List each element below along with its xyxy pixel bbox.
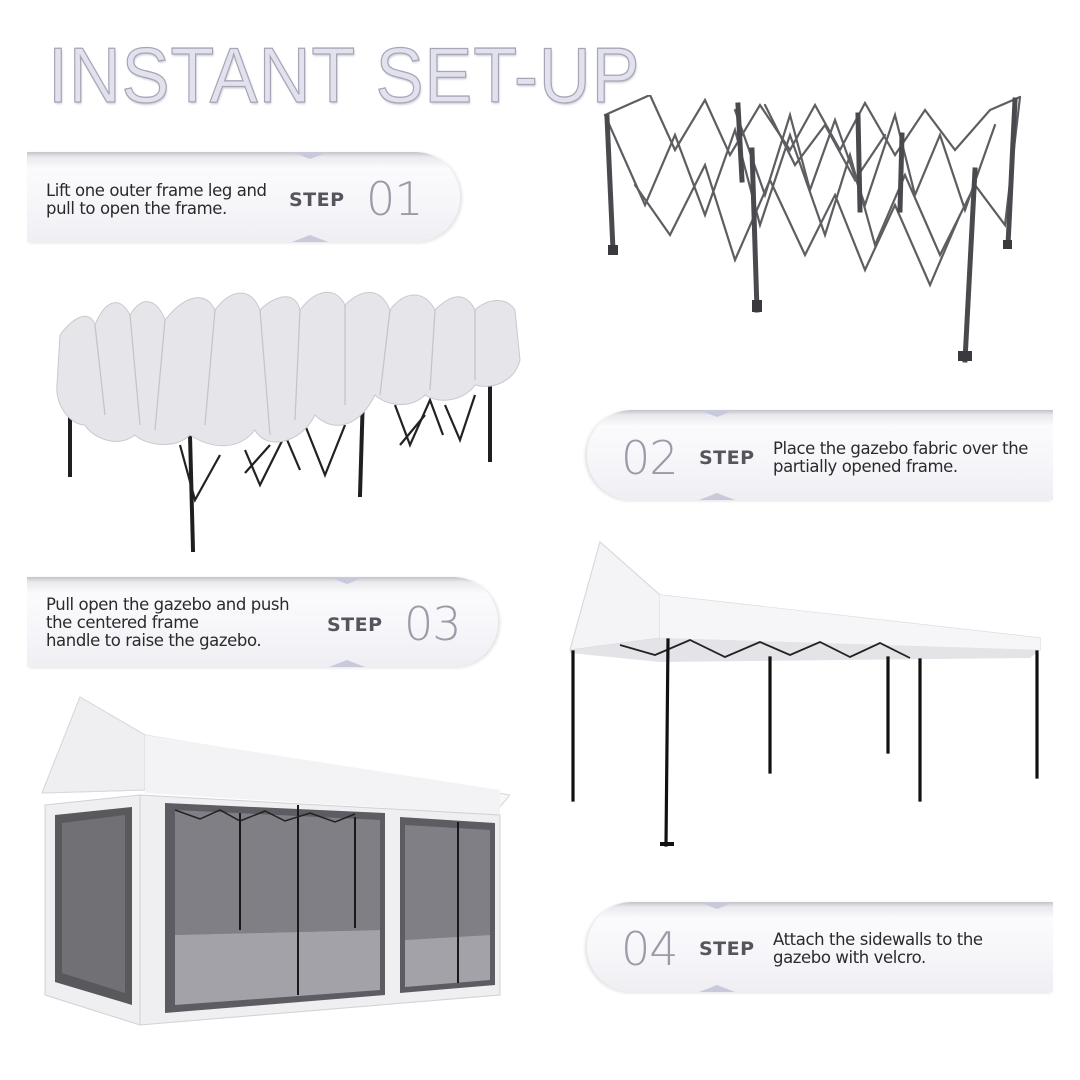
step-02-number: 02 — [621, 431, 679, 485]
step-04-number: 04 — [621, 922, 679, 976]
step-01-card: Lift one outer frame leg and pull to ope… — [27, 152, 460, 242]
chevron-down-icon — [699, 902, 735, 909]
step-01-number: 01 — [366, 172, 424, 226]
chevron-up-icon — [699, 985, 735, 992]
step-04-card: 04 STEP Attach the sidewalls to the gaze… — [587, 902, 1053, 992]
step-03-label: STEP — [327, 614, 383, 636]
raised-gazebo-image — [569, 540, 1041, 847]
chevron-up-icon — [699, 493, 735, 500]
fabric-over-frame-image — [56, 291, 521, 553]
step-04-description: Attach the sidewalls to the gazebo with … — [773, 930, 983, 967]
gazebo-with-sidewalls-image — [41, 696, 510, 1026]
step-03-description: Pull open the gazebo and push the center… — [46, 595, 290, 650]
chevron-down-icon — [329, 577, 365, 584]
partially-opened-frame-image — [603, 95, 1022, 363]
step-01-description: Lift one outer frame leg and pull to ope… — [46, 181, 267, 218]
page-title: INSTANT SET-UP — [47, 30, 641, 119]
step-03-number: 03 — [404, 597, 462, 651]
chevron-up-icon — [329, 660, 365, 667]
chevron-down-icon — [292, 152, 328, 159]
chevron-down-icon — [699, 410, 735, 417]
step-02-label: STEP — [699, 447, 755, 469]
step-02-description: Place the gazebo fabric over the partial… — [773, 439, 1029, 476]
step-01-label: STEP — [289, 189, 345, 211]
step-03-card: Pull open the gazebo and push the center… — [27, 577, 498, 667]
chevron-up-icon — [292, 235, 328, 242]
step-02-card: 02 STEP Place the gazebo fabric over the… — [587, 410, 1053, 500]
step-04-label: STEP — [699, 938, 755, 960]
